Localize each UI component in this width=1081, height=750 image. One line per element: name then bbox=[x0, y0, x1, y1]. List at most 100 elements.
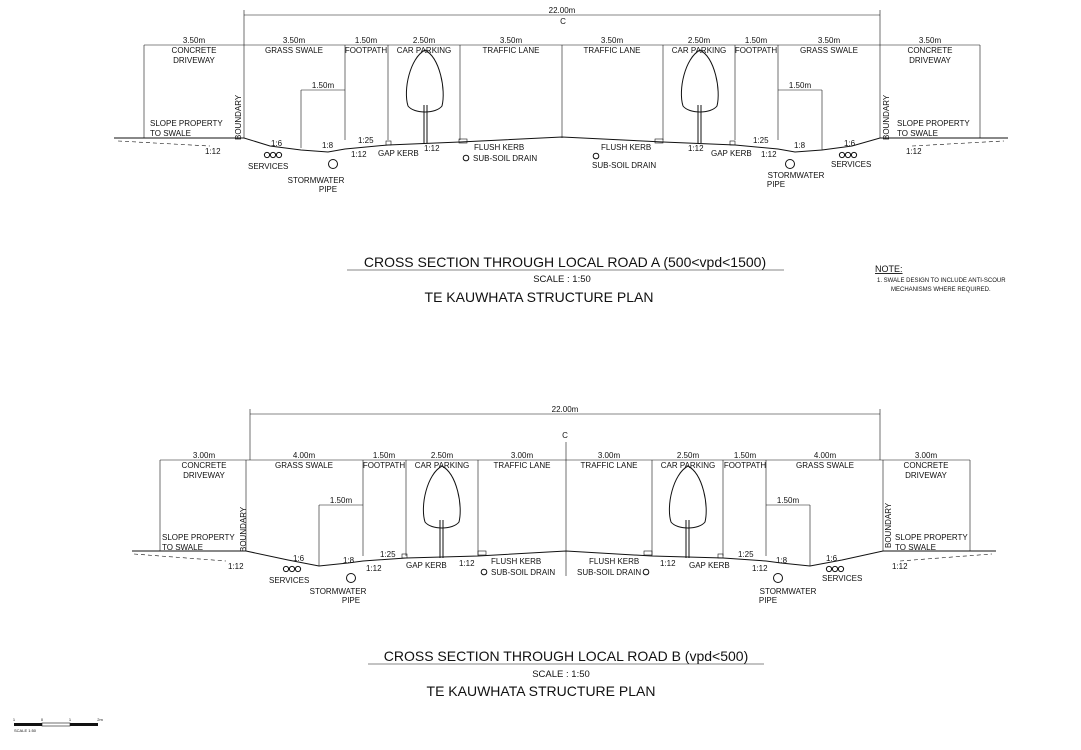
zone-a-8: GRASS SWALE bbox=[800, 46, 858, 55]
stormwater-pipe-icon bbox=[346, 573, 356, 583]
grade-a-6: 1:12 bbox=[424, 144, 440, 153]
section-b-plan-name: TE KAUWHATA STRUCTURE PLAN bbox=[427, 683, 656, 699]
scale-bar-label: SCALE 1:50 bbox=[14, 728, 37, 733]
overall-width-a: 22.00m bbox=[549, 6, 576, 15]
scale-tick-2: 1 bbox=[69, 717, 72, 722]
grade-a-3: 1:8 bbox=[322, 141, 334, 150]
subsoil-drain-icon bbox=[462, 154, 470, 162]
services-ducts-icon bbox=[825, 565, 845, 573]
gap-kerb-b-right: GAP KERB bbox=[689, 561, 730, 570]
overall-width-b: 22.00m bbox=[552, 405, 579, 414]
stormwater-pipe-icon bbox=[785, 159, 795, 169]
gap-kerb-a-right: GAP KERB bbox=[711, 149, 752, 158]
width-a-8: 3.50m bbox=[818, 36, 841, 45]
swale-width-b-left: 1.50m bbox=[330, 496, 353, 505]
width-b-1: 4.00m bbox=[293, 451, 316, 460]
zone-b-4: TRAFFIC LANE bbox=[494, 461, 551, 470]
tree-icon bbox=[680, 49, 719, 143]
services-ducts-icon bbox=[282, 565, 302, 573]
grade-b-1: 1:12 bbox=[228, 562, 244, 571]
services-ducts-icon bbox=[838, 151, 858, 159]
width-b-3: 2.50m bbox=[431, 451, 454, 460]
grade-b-9: 1:12 bbox=[752, 564, 768, 573]
zone-b-5: TRAFFIC LANE bbox=[581, 461, 638, 470]
zone-b-2: FOOTPATH bbox=[363, 461, 406, 470]
tree-icon bbox=[422, 465, 461, 558]
grade-b-6: 1:12 bbox=[459, 559, 475, 568]
boundary-a-left: BOUNDARY bbox=[234, 94, 243, 140]
swale-width-b-right: 1.50m bbox=[777, 496, 800, 505]
zone-a-7: FOOTPATH bbox=[735, 46, 778, 55]
flush-kerb-b-left: FLUSH KERB bbox=[491, 557, 541, 566]
services-ducts-icon bbox=[263, 151, 283, 159]
grade-b-11: 1:6 bbox=[826, 554, 838, 563]
services-a-left: SERVICES bbox=[248, 162, 288, 171]
centerline-mark-b: C bbox=[562, 431, 568, 440]
grade-b-5: 1:25 bbox=[380, 550, 396, 559]
flush-kerb-a-left: FLUSH KERB bbox=[474, 143, 524, 152]
width-a-0: 3.50m bbox=[183, 36, 206, 45]
zone-a-2: FOOTPATH bbox=[345, 46, 388, 55]
width-a-1: 3.50m bbox=[283, 36, 306, 45]
width-b-8: 4.00m bbox=[814, 451, 837, 460]
subsoil-drain-icon bbox=[480, 568, 488, 576]
swale-width-a-right: 1.50m bbox=[789, 81, 812, 90]
width-a-4: 3.50m bbox=[500, 36, 523, 45]
grade-a-8: 1:25 bbox=[753, 136, 769, 145]
grade-a-7: 1:12 bbox=[688, 144, 704, 153]
note-line-2: MECHANISMS WHERE REQUIRED. bbox=[891, 287, 991, 293]
gap-kerb-b-left: GAP KERB bbox=[406, 561, 447, 570]
grade-b-2: 1:6 bbox=[293, 554, 305, 563]
grade-b-7: 1:12 bbox=[660, 559, 676, 568]
services-a-right: SERVICES bbox=[831, 160, 871, 169]
section-b-title: CROSS SECTION THROUGH LOCAL ROAD B (vpd<… bbox=[384, 648, 748, 664]
grade-b-8: 1:25 bbox=[738, 550, 754, 559]
subsoil-a-right: SUB-SOIL DRAIN bbox=[592, 161, 656, 170]
grade-a-9: 1:12 bbox=[761, 150, 777, 159]
section-a-scale: SCALE : 1:50 bbox=[533, 274, 591, 285]
width-b-9: 3.00m bbox=[915, 451, 938, 460]
cross-section-b: 22.00m C 3.00m 4.00m 1.50m 2.50m 3.00m 3… bbox=[132, 405, 996, 699]
scale-bar: 1 0 1 2m SCALE 1:50 bbox=[13, 717, 104, 733]
width-a-3: 2.50m bbox=[413, 36, 436, 45]
boundary-b-right: BOUNDARY bbox=[884, 502, 893, 548]
width-b-6: 2.50m bbox=[677, 451, 700, 460]
swale-width-a-left: 1.50m bbox=[312, 81, 335, 90]
grade-b-12: 1:12 bbox=[892, 562, 908, 571]
stormwater-pipe-icon bbox=[773, 573, 783, 583]
width-a-6: 2.50m bbox=[688, 36, 711, 45]
subsoil-b-left: SUB-SOIL DRAIN bbox=[491, 568, 555, 577]
width-a-2: 1.50m bbox=[355, 36, 378, 45]
width-b-0: 3.00m bbox=[193, 451, 216, 460]
services-b-right: SERVICES bbox=[822, 574, 862, 583]
subsoil-a-left: SUB-SOIL DRAIN bbox=[473, 154, 537, 163]
subsoil-drain-icon bbox=[642, 568, 650, 576]
grade-a-12: 1:12 bbox=[906, 147, 922, 156]
gap-kerb-a-left: GAP KERB bbox=[378, 149, 419, 158]
grade-a-10: 1:8 bbox=[794, 141, 806, 150]
zone-a-0b: GRASS SWALE bbox=[265, 46, 323, 55]
section-a-title: CROSS SECTION THROUGH LOCAL ROAD A (500<… bbox=[364, 254, 766, 270]
boundary-b-left: BOUNDARY bbox=[239, 506, 248, 552]
tree-icon bbox=[668, 465, 707, 558]
note-line-1: 1. SWALE DESIGN TO INCLUDE ANTI-SCOUR bbox=[877, 278, 1006, 284]
zone-b-1: GRASS SWALE bbox=[275, 461, 333, 470]
width-b-2: 1.50m bbox=[373, 451, 396, 460]
subsoil-drain-icon bbox=[592, 152, 600, 160]
grade-a-5: 1:25 bbox=[358, 136, 374, 145]
grade-a-11: 1:6 bbox=[844, 139, 856, 148]
flush-kerb-a-right: FLUSH KERB bbox=[601, 143, 651, 152]
width-b-7: 1.50m bbox=[734, 451, 757, 460]
subsoil-b-right: SUB-SOIL DRAIN bbox=[577, 568, 641, 577]
